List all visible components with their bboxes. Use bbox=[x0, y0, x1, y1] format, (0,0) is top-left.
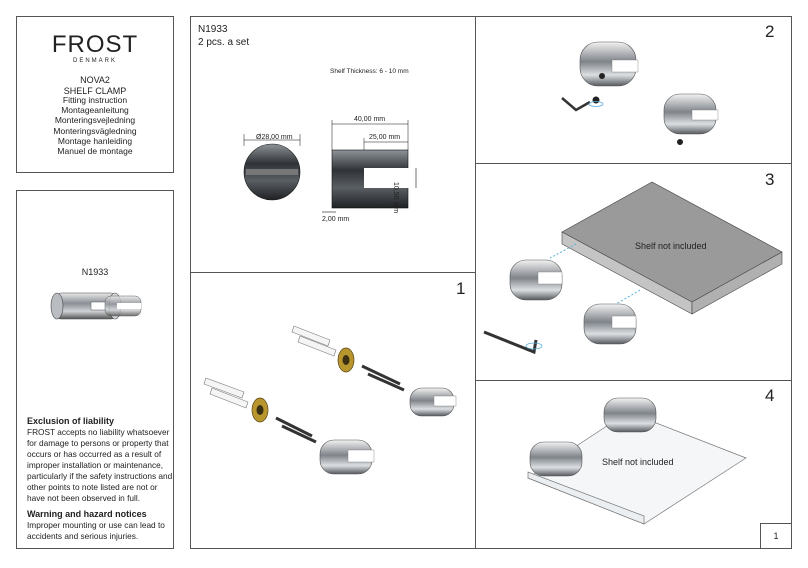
step4-mounted-shelf bbox=[527, 397, 747, 525]
step-number-3: 3 bbox=[765, 170, 775, 189]
instruction-line: Manuel de montage bbox=[57, 146, 133, 157]
divider-spec bbox=[190, 272, 476, 273]
spec-qty: 2 pcs. a set bbox=[198, 37, 250, 48]
liability-text: FROST accepts no liability whatsoever fo… bbox=[27, 427, 173, 503]
hex-key-icon bbox=[561, 97, 591, 112]
spec-code: N1933 bbox=[198, 24, 228, 35]
screw-icon bbox=[361, 364, 405, 392]
divider-step3 bbox=[475, 380, 792, 381]
step-number-1: 1 bbox=[456, 279, 466, 298]
hex-key-icon bbox=[483, 330, 538, 355]
step-number-2: 2 bbox=[765, 22, 775, 41]
dim-height: 10,50 mm bbox=[392, 182, 399, 214]
instruction-line: Monteringsvägledning bbox=[53, 125, 137, 136]
technical-drawing bbox=[243, 120, 417, 213]
dim-wall: 2,00 mm bbox=[322, 216, 350, 223]
instruction-line: Montageanleitung bbox=[61, 105, 129, 116]
divider-step2 bbox=[475, 163, 792, 164]
step-number-4: 4 bbox=[765, 386, 775, 405]
shelf-thickness: Shelf Thickness: 6 - 10 mm bbox=[330, 68, 409, 75]
instruction-sheet bbox=[190, 16, 792, 549]
clamp-body-icon bbox=[579, 41, 639, 87]
brand-panel: FROST DENMARK NOVA2 SHELF CLAMP Fitting … bbox=[16, 16, 174, 173]
clamp-body-icon bbox=[663, 93, 719, 145]
product-code: N1933 bbox=[81, 267, 109, 277]
clamp-body-icon bbox=[583, 303, 637, 345]
clamp-body-icon bbox=[603, 397, 657, 433]
clamp-product-image bbox=[50, 292, 142, 320]
step3-shelf-drawing bbox=[483, 181, 783, 355]
warning-text: Improper mounting or use can lead to acc… bbox=[27, 520, 165, 541]
dim-length: 40,00 mm bbox=[354, 116, 386, 123]
brand-sublogo: DENMARK bbox=[72, 58, 117, 64]
shelf-note-step3: Shelf not included bbox=[635, 241, 707, 251]
step1-exploded-view bbox=[203, 325, 457, 475]
instruction-line: Montage hanleiding bbox=[57, 135, 133, 146]
glass-shelf bbox=[527, 411, 747, 525]
instruction-line: Fitting instruction bbox=[62, 95, 128, 105]
instruction-line: Monteringsvejledning bbox=[54, 115, 136, 126]
page-number: 1 bbox=[773, 531, 779, 541]
wall-plug-icon bbox=[203, 377, 249, 409]
clamp-body-icon bbox=[409, 387, 457, 417]
product-line1: NOVA2 bbox=[80, 75, 110, 85]
dim-slot: 25,00 mm bbox=[369, 134, 401, 141]
divider-vertical bbox=[475, 16, 476, 549]
wall-plug-icon bbox=[291, 325, 337, 357]
shelf-panel bbox=[561, 181, 783, 315]
dim-diameter: Ø28,00 mm bbox=[256, 134, 293, 141]
clamp-body-icon bbox=[529, 441, 583, 477]
clamp-body-icon bbox=[319, 439, 375, 475]
shelf-note-step4: Shelf not included bbox=[602, 457, 674, 467]
step2-clamp-grub-screw bbox=[561, 41, 719, 145]
clamp-body-icon bbox=[509, 259, 563, 301]
page-number-box: 1 bbox=[760, 523, 792, 549]
instruction-languages: Fitting instruction Montageanleitung Mon… bbox=[17, 95, 173, 156]
brand-logo: FROST bbox=[51, 31, 139, 58]
warning-title: Warning and hazard notices bbox=[27, 509, 147, 519]
arrow-icon bbox=[549, 243, 641, 305]
product-card: N1933 Exclusion of liability FROST accep… bbox=[16, 190, 174, 549]
liability-title: Exclusion of liability bbox=[27, 416, 115, 426]
screw-icon bbox=[275, 416, 317, 444]
product-line2: SHELF CLAMP bbox=[63, 86, 127, 96]
